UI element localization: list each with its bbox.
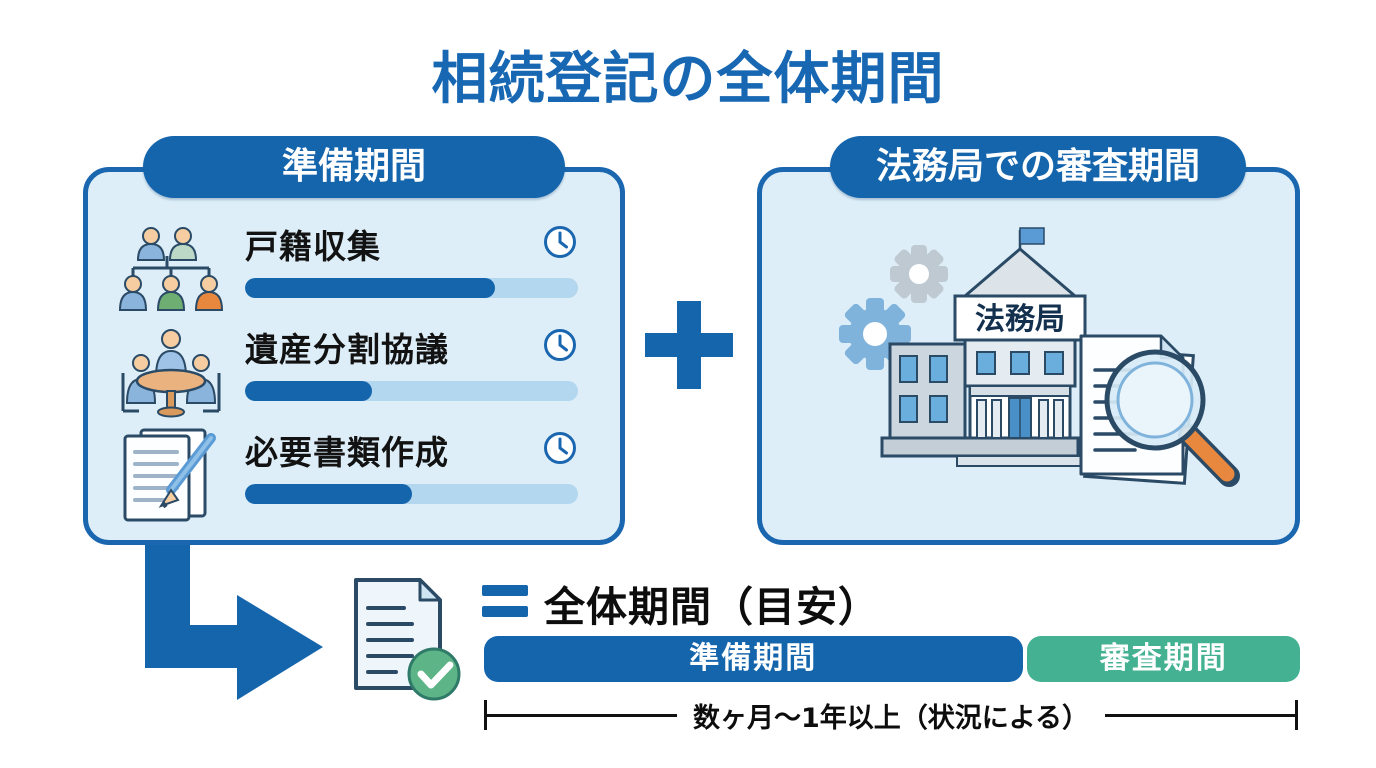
task-row: 戸籍収集 <box>108 222 578 320</box>
progress-fill <box>245 484 412 504</box>
magnifying-glass-icon <box>1104 349 1240 487</box>
clock-icon <box>542 224 578 264</box>
clock-icon <box>542 327 578 367</box>
government-building-icon: 法務局 <box>953 227 1088 467</box>
right-panel-header: 法務局での審査期間 <box>830 136 1246 198</box>
progress-track <box>245 484 578 504</box>
preparation-segment: 準備期間 <box>484 636 1023 682</box>
flag-icon <box>1019 227 1045 245</box>
legal-affairs-bureau-illustration: 法務局 <box>837 224 1257 494</box>
building-sign: 法務局 <box>975 302 1065 337</box>
elbow-arrow-icon <box>145 545 325 703</box>
meeting-table-icon <box>108 325 233 421</box>
annex-building <box>888 342 967 442</box>
plus-icon <box>644 300 734 390</box>
page-title: 相続登記の全体期間 <box>431 47 945 112</box>
timeline-line <box>487 713 678 717</box>
total-period-bar: 準備期間 審査期間 <box>484 636 1300 682</box>
gear-icon <box>890 245 948 303</box>
task-row: 遺産分割協議 <box>108 325 578 423</box>
timeline-label: 数ヶ月～1年以上（状況による） <box>693 702 1089 734</box>
task-label: 遺産分割協議 <box>245 330 449 369</box>
duration-timeline: 数ヶ月～1年以上（状況による） <box>484 698 1299 734</box>
family-tree-icon <box>108 222 233 318</box>
clock-icon <box>542 430 578 470</box>
timeline-left-tick <box>484 700 487 730</box>
timeline-right-tick <box>1295 700 1299 730</box>
task-label: 戸籍収集 <box>245 227 381 266</box>
progress-track <box>245 381 578 401</box>
task-row: 必要書類作成 <box>108 428 578 526</box>
overall-period-label: 全体期間（目安） <box>544 583 880 631</box>
review-segment: 審査期間 <box>1027 636 1300 682</box>
progress-track <box>245 278 578 298</box>
review-panel: 法務局 <box>757 167 1300 545</box>
overall-period-heading: 全体期間（目安） <box>482 578 880 631</box>
preparation-panel: 戸籍収集 <box>83 167 625 545</box>
progress-fill <box>245 381 372 401</box>
equals-icon <box>482 580 528 626</box>
left-panel-header: 準備期間 <box>143 136 565 198</box>
timeline-line <box>1105 713 1296 717</box>
document-pen-icon <box>108 428 233 524</box>
document-check-icon <box>350 576 462 702</box>
task-label: 必要書類作成 <box>245 433 449 472</box>
progress-fill <box>245 278 495 298</box>
